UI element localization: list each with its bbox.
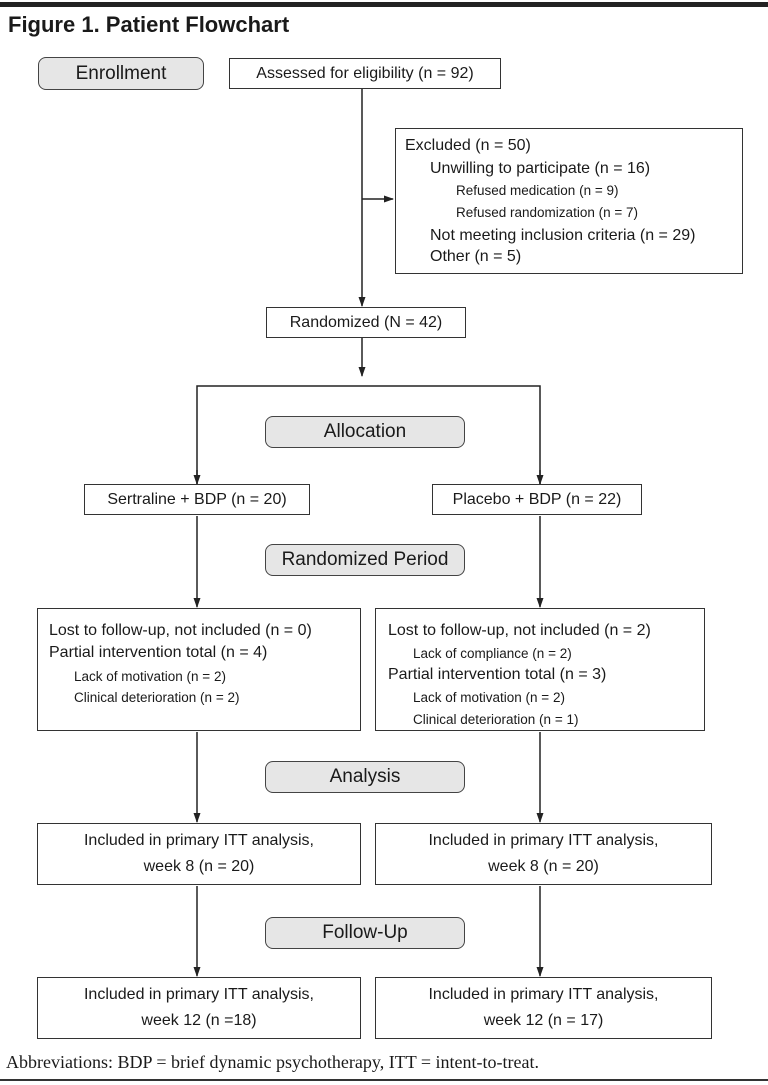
placebo-detail-box: Lost to follow-up, not included (n = 2) … — [375, 608, 705, 731]
bottom-rule — [0, 1079, 768, 1081]
sertraline-arm-label: Sertraline + BDP (n = 20) — [107, 490, 287, 508]
stage-follow-up-label: Follow-Up — [322, 922, 408, 943]
stage-allocation: Allocation — [265, 416, 465, 448]
randomized-text: Randomized (N = 42) — [289, 313, 443, 331]
sertraline-lost: Lost to follow-up, not included (n = 0) — [49, 622, 312, 639]
sertraline-detail-box: Lost to follow-up, not included (n = 0) … — [37, 608, 361, 731]
sertraline-partial: Partial intervention total (n = 4) — [49, 644, 268, 661]
stage-enrollment-label: Enrollment — [75, 62, 167, 84]
placebo-followup-box: Included in primary ITT analysis, week 1… — [375, 977, 712, 1039]
placebo-arm-label: Placebo + BDP (n = 22) — [452, 490, 622, 508]
stage-allocation-label: Allocation — [323, 421, 407, 442]
excluded-refused-randomization: Refused randomization (n = 7) — [456, 205, 638, 220]
placebo-lack-motivation: Lack of motivation (n = 2) — [413, 690, 565, 705]
placebo-lost: Lost to follow-up, not included (n = 2) — [388, 622, 651, 639]
excluded-not-meeting: Not meeting inclusion criteria (n = 29) — [430, 227, 696, 244]
placebo-clinical-deterioration: Clinical deterioration (n = 1) — [413, 712, 579, 727]
assessed-text: Assessed for eligibility (n = 92) — [256, 64, 474, 82]
assessed-box: Assessed for eligibility (n = 92) — [229, 58, 501, 89]
excluded-refused-medication: Refused medication (n = 9) — [456, 183, 619, 198]
sertraline-analysis-line1: Included in primary ITT analysis, — [83, 832, 314, 849]
sertraline-followup-box: Included in primary ITT analysis, week 1… — [37, 977, 361, 1039]
excluded-unwilling: Unwilling to participate (n = 16) — [430, 160, 651, 177]
stage-analysis: Analysis — [265, 761, 465, 793]
stage-follow-up: Follow-Up — [265, 917, 465, 949]
sertraline-analysis-box: Included in primary ITT analysis, week 8… — [37, 823, 361, 885]
sertraline-followup-line2: week 12 (n =18) — [141, 1012, 257, 1029]
sertraline-lack-motivation: Lack of motivation (n = 2) — [74, 669, 226, 684]
sertraline-followup-line1: Included in primary ITT analysis, — [83, 986, 314, 1003]
placebo-lack-compliance: Lack of compliance (n = 2) — [413, 646, 572, 661]
stage-randomized-period: Randomized Period — [265, 544, 465, 576]
placebo-analysis-line2: week 8 (n = 20) — [488, 858, 599, 875]
stage-randomized-period-label: Randomized Period — [281, 549, 449, 570]
stage-enrollment: Enrollment — [38, 57, 204, 90]
sertraline-arm-box: Sertraline + BDP (n = 20) — [84, 484, 310, 515]
sertraline-clinical-deterioration: Clinical deterioration (n = 2) — [74, 690, 240, 705]
figure-title: Figure 1. Patient Flowchart — [8, 12, 290, 37]
placebo-followup-line1: Included in primary ITT analysis, — [428, 986, 659, 1003]
placebo-arm-box: Placebo + BDP (n = 22) — [432, 484, 642, 515]
randomized-box: Randomized (N = 42) — [266, 307, 466, 338]
placebo-analysis-box: Included in primary ITT analysis, week 8… — [375, 823, 712, 885]
sertraline-analysis-line2: week 8 (n = 20) — [143, 858, 255, 875]
top-rule — [0, 2, 768, 7]
excluded-other: Other (n = 5) — [430, 248, 522, 265]
excluded-box: Excluded (n = 50) Unwilling to participa… — [395, 128, 743, 274]
placebo-followup-line2: week 12 (n = 17) — [483, 1012, 604, 1029]
excluded-header: Excluded (n = 50) — [405, 137, 531, 154]
placebo-partial: Partial intervention total (n = 3) — [388, 666, 607, 683]
abbreviations-footnote: Abbreviations: BDP = brief dynamic psych… — [6, 1052, 540, 1072]
stage-analysis-label: Analysis — [329, 766, 401, 787]
placebo-analysis-line1: Included in primary ITT analysis, — [428, 832, 659, 849]
